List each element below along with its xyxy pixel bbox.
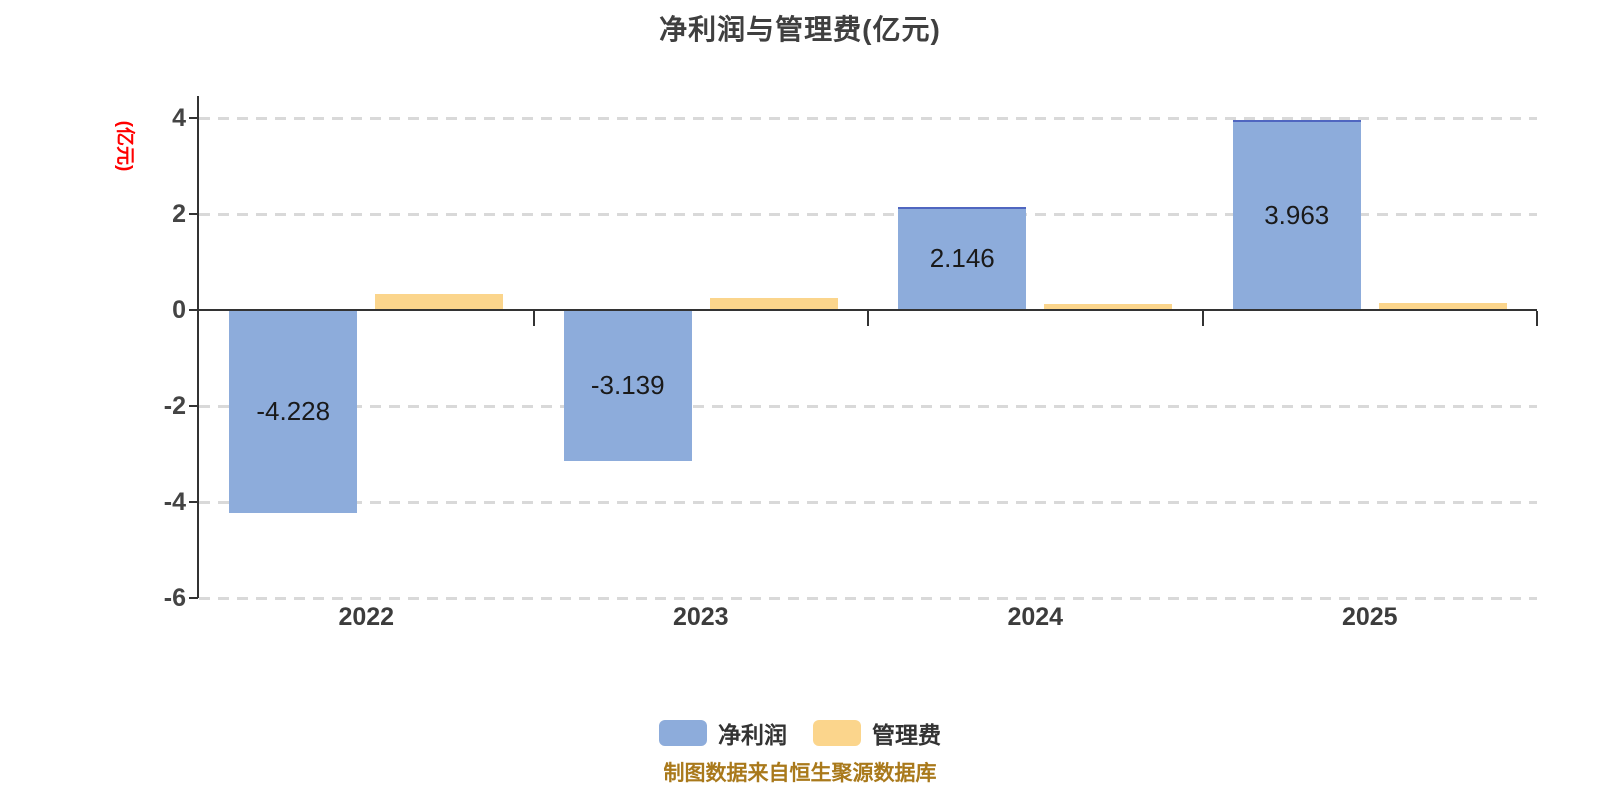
x-axis-label-2022: 2022: [338, 603, 395, 631]
data-source-note: 制图数据来自恒生聚源数据库: [663, 762, 937, 785]
y-tick-mark-4: [189, 117, 198, 119]
y-tick-label-2: 2: [172, 200, 186, 228]
x-axis-label-2025: 2025: [1341, 603, 1398, 631]
y-tick-label-4: 4: [172, 104, 186, 132]
net-profit-swatch-icon: [659, 720, 707, 746]
y-tick-mark--4: [189, 501, 198, 503]
y-tick-label--2: -2: [163, 392, 186, 420]
bar-净利润-2023[interactable]: [563, 310, 692, 461]
y-tick-mark-2: [189, 213, 198, 215]
y-tick-mark-0: [189, 309, 198, 311]
y-tick-label--4: -4: [163, 488, 186, 516]
x-tick-mark-4: [1536, 311, 1538, 326]
gridline-y-4: [199, 117, 1537, 120]
bar-value-label-2024: 2.146: [929, 243, 995, 274]
bar-净利润-2025[interactable]: [1232, 119, 1361, 310]
bar-净利润-2022[interactable]: [229, 310, 358, 513]
bar-管理费-2022[interactable]: [375, 294, 504, 310]
x-tick-mark-2: [867, 311, 869, 326]
x-tick-mark-3: [1201, 311, 1204, 326]
x-axis-zero-line: [199, 309, 1537, 311]
bar-value-label-2022: -4.228: [256, 396, 331, 427]
y-axis-line: [197, 96, 199, 598]
y-tick-label-0: 0: [172, 296, 186, 324]
legend-label-net-profit: 净利润: [718, 722, 787, 748]
legend-label-mgmt-fee: 管理费: [872, 722, 941, 748]
x-axis-label-2024: 2024: [1007, 603, 1064, 631]
gridline-y-2: [199, 213, 1537, 216]
legend-item-net-profit[interactable]: 净利润: [659, 716, 787, 750]
gridline-y--4: [199, 501, 1537, 504]
y-tick-mark--6: [189, 597, 198, 599]
bar-管理费-2024[interactable]: [1044, 304, 1173, 310]
gridline-y--2: [199, 405, 1537, 408]
y-tick-mark--2: [189, 405, 198, 407]
chart-title: 净利润与管理费(亿元): [659, 14, 941, 45]
gridline-y--6: [199, 597, 1537, 600]
mgmt-fee-swatch-icon: [813, 720, 861, 746]
bar-管理费-2025[interactable]: [1378, 303, 1507, 310]
bar-value-label-2023: -3.139: [590, 370, 665, 401]
legend-item-mgmt-fee[interactable]: 管理费: [813, 716, 941, 750]
bar-value-label-2025: 3.963: [1264, 199, 1330, 230]
bar-净利润-2024[interactable]: [898, 206, 1027, 310]
y-tick-label--6: -6: [163, 584, 186, 612]
x-axis-label-2023: 2023: [672, 603, 729, 631]
bar-管理费-2023[interactable]: [709, 298, 838, 310]
legend: 净利润 管理费: [0, 716, 1600, 750]
x-tick-mark-1: [532, 311, 535, 326]
